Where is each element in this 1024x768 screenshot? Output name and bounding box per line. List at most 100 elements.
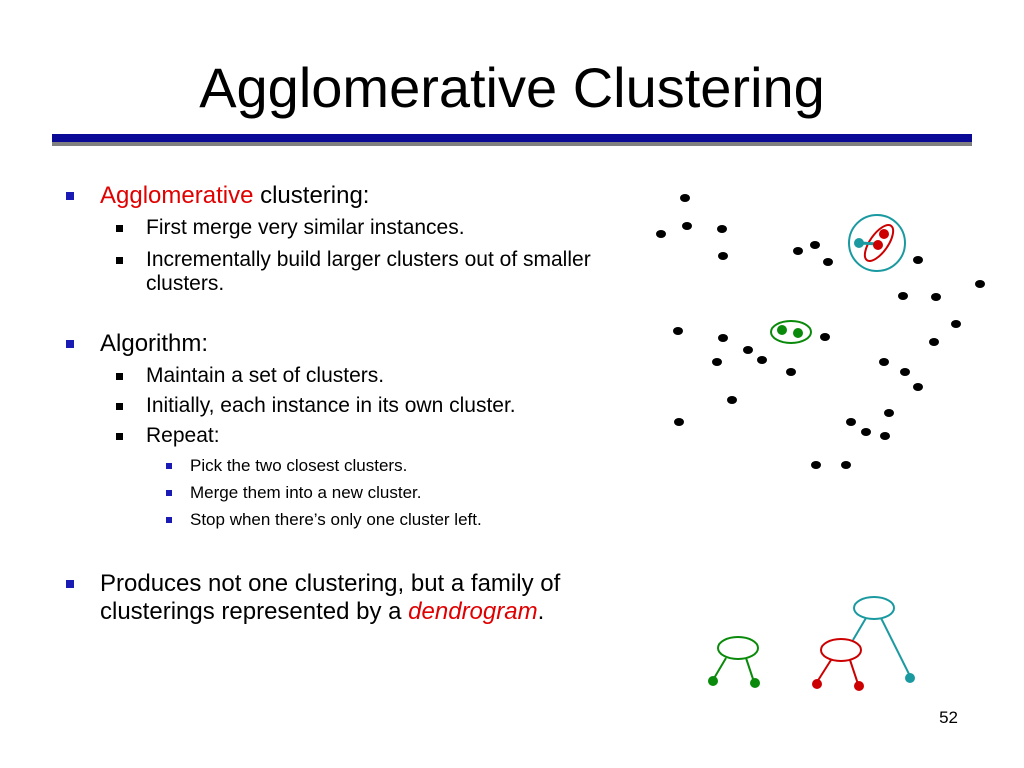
sub-sub-bullet: Pick the two closest clusters. — [60, 456, 660, 476]
dendrogram-node — [820, 638, 862, 662]
square-bullet-icon — [116, 225, 123, 232]
sub-sub-bullet-text: Stop when there’s only one cluster left. — [190, 510, 482, 529]
data-point — [718, 334, 728, 342]
data-point — [913, 256, 923, 264]
dendrogram-node — [853, 596, 895, 620]
sub-bullet-text: Repeat: — [146, 424, 220, 447]
sub-sub-bullet-text: Merge them into a new cluster. — [190, 483, 422, 502]
sub-bullet-text: Initially, each instance in its own clus… — [146, 394, 516, 417]
data-point — [811, 461, 821, 469]
highlight-term: Agglomerative — [100, 182, 254, 209]
sub-bullet-text: Maintain a set of clusters. — [146, 364, 385, 387]
data-point — [861, 428, 871, 436]
bullet-text: Algorithm: — [100, 330, 209, 357]
dendrogram-branch — [712, 657, 727, 681]
dendrogram-leaf — [750, 678, 760, 688]
bullet-list: Agglomerative clustering: First merge ve… — [60, 180, 660, 626]
data-point — [879, 229, 889, 239]
green-cluster — [770, 320, 812, 344]
square-bullet-icon — [166, 517, 172, 523]
page-number: 52 — [939, 708, 958, 727]
dendrogram-leaf — [708, 676, 718, 686]
title-rule-shadow — [52, 142, 972, 146]
bullet-agglomerative: Agglomerative clustering: — [60, 182, 660, 210]
sub-bullet-text: Incrementally build larger clusters out … — [146, 248, 591, 295]
teal-red-cluster — [848, 214, 906, 272]
dendrogram-branch — [852, 617, 867, 641]
square-bullet-icon — [116, 403, 123, 410]
sub-sub-bullet: Stop when there’s only one cluster left. — [60, 510, 660, 530]
sub-bullet: First merge very similar instances. — [60, 216, 660, 240]
dendrogram-leaf — [854, 681, 864, 691]
sub-bullet: Incrementally build larger clusters out … — [60, 248, 616, 296]
square-bullet-icon — [66, 192, 74, 200]
square-bullet-icon — [116, 373, 123, 380]
data-point — [975, 280, 985, 288]
bullet-text: Produces not one clustering, but a famil… — [100, 570, 561, 625]
data-point — [786, 368, 796, 376]
highlight-term: dendrogram — [408, 598, 538, 625]
data-point — [757, 356, 767, 364]
data-point — [823, 258, 833, 266]
sub-bullet: Repeat: — [60, 424, 660, 448]
data-point — [880, 432, 890, 440]
data-point — [820, 333, 830, 341]
data-point — [673, 327, 683, 335]
data-point — [727, 396, 737, 404]
data-point — [913, 383, 923, 391]
square-bullet-icon — [66, 580, 74, 588]
data-point — [810, 241, 820, 249]
data-point — [846, 418, 856, 426]
square-bullet-icon — [116, 257, 123, 264]
dendrogram-leaf — [905, 673, 915, 683]
dendrogram-green — [708, 636, 760, 688]
data-point — [682, 222, 692, 230]
data-point — [717, 225, 727, 233]
dendrogram-branch — [816, 659, 832, 683]
data-point — [898, 292, 908, 300]
square-bullet-icon — [116, 433, 123, 440]
square-bullet-icon — [166, 463, 172, 469]
data-point — [854, 238, 864, 248]
data-point — [884, 409, 894, 417]
dendrogram-leaf — [812, 679, 822, 689]
bullet-algorithm: Algorithm: — [60, 330, 660, 358]
sub-bullet-text: First merge very similar instances. — [146, 216, 465, 239]
square-bullet-icon — [66, 340, 74, 348]
dendrogram-node — [717, 636, 759, 660]
dendrogram-branch — [849, 659, 859, 685]
sub-sub-bullet-text: Pick the two closest clusters. — [190, 456, 408, 475]
cluster-outline — [848, 214, 906, 272]
sub-bullet: Initially, each instance in its own clus… — [60, 394, 660, 418]
cluster-outline — [863, 224, 895, 262]
sub-sub-bullet: Merge them into a new cluster. — [60, 483, 660, 503]
data-point — [718, 252, 728, 260]
data-point — [841, 461, 851, 469]
data-point — [873, 240, 883, 250]
data-point — [879, 358, 889, 366]
square-bullet-icon — [166, 490, 172, 496]
bullet-text: clustering: — [253, 182, 370, 209]
cluster-outline — [770, 320, 812, 344]
data-point — [680, 194, 690, 202]
data-point — [656, 230, 666, 238]
data-point — [929, 338, 939, 346]
data-point — [931, 293, 941, 301]
slide-title: Agglomerative Clustering — [199, 56, 825, 119]
dendrogram-branch — [745, 657, 755, 683]
data-point — [793, 247, 803, 255]
dendrogram-red-teal — [812, 596, 915, 691]
data-point — [793, 328, 803, 338]
sub-bullet: Maintain a set of clusters. — [60, 364, 660, 388]
scatter-points — [656, 194, 985, 469]
data-point — [712, 358, 722, 366]
dendrogram-branch — [880, 617, 911, 677]
bullet-dendrogram: Produces not one clustering, but a famil… — [60, 570, 660, 626]
data-point — [743, 346, 753, 354]
data-point — [900, 368, 910, 376]
data-point — [951, 320, 961, 328]
title-rule — [52, 134, 972, 142]
bullet-text-end: . — [537, 598, 545, 625]
data-point — [674, 418, 684, 426]
